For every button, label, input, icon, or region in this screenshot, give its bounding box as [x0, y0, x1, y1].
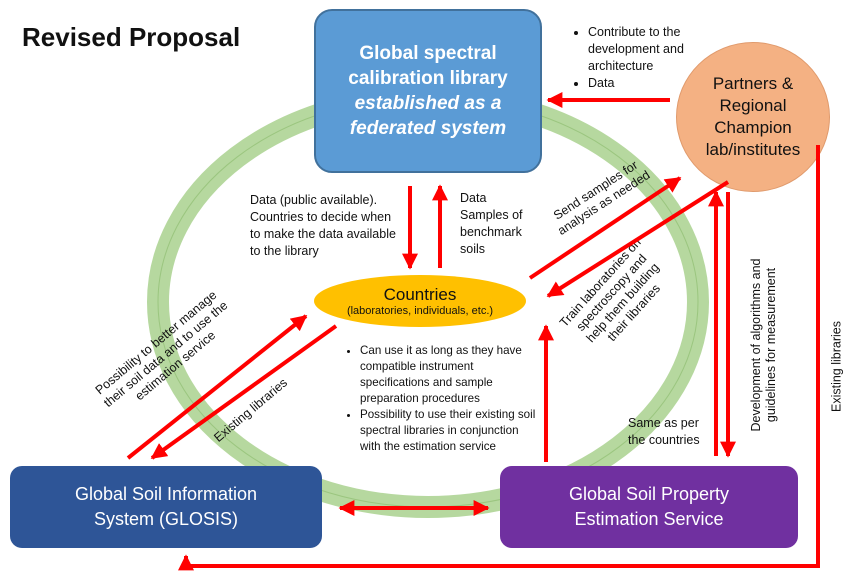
partner-bullet: Data [588, 75, 712, 92]
countries-ellipse: Countries (laboratories, individuals, et… [314, 275, 526, 327]
arrow-glosis-to-countries [126, 314, 308, 460]
glosis-line2: System (GLOSIS) [93, 509, 239, 529]
data-public-label: Data (public available). Countries to de… [250, 193, 396, 258]
partners-line1: Partners & [712, 74, 794, 93]
library-title-line1: Global spectral [359, 43, 497, 64]
library-title-line2: calibration library [348, 68, 508, 89]
glosis-box: Global Soil Information System (GLOSIS) [10, 466, 322, 548]
partner-contribution-list: Contribute to the development and archit… [572, 24, 712, 92]
page-title: Revised Proposal [22, 22, 241, 52]
spectral-library-box: Global spectral calibration library esta… [314, 9, 542, 173]
partners-line2: Regional [719, 96, 787, 115]
glosis-line1: Global Soil Information [74, 484, 258, 504]
same-as-countries-label: Same as per the countries [628, 416, 700, 447]
library-sub-line2: federated system [349, 118, 507, 139]
gsp-line2: Estimation Service [574, 509, 724, 529]
partners-line3: Champion [714, 118, 792, 137]
center-bullet-list: Can use it as long as they have compatib… [344, 343, 540, 455]
center-bullet: Can use it as long as they have compatib… [360, 343, 540, 407]
center-bullet: Possibility to use their existing soil s… [360, 407, 540, 455]
data-samples-label: Data Samples of benchmark soils [460, 191, 523, 256]
arrow-countries-to-glosis [150, 324, 338, 460]
countries-subtitle: (laboratories, individuals, etc.) [346, 305, 494, 317]
partners-line4: lab/institutes [705, 140, 801, 159]
arrow-partners-to-countries [546, 180, 730, 298]
gsp-line1: Global Soil Property [568, 484, 730, 504]
partners-circle: Partners & Regional Champion lab/institu… [676, 42, 830, 192]
library-sub-line1: established as a [354, 93, 502, 114]
arrow-partners-to-glosis [178, 145, 820, 571]
countries-title: Countries [383, 285, 457, 304]
estimation-service-box: Global Soil Property Estimation Service [500, 466, 798, 548]
partner-bullet: Contribute to the development and archit… [588, 24, 712, 75]
arrow-countries-to-partners [528, 176, 682, 280]
